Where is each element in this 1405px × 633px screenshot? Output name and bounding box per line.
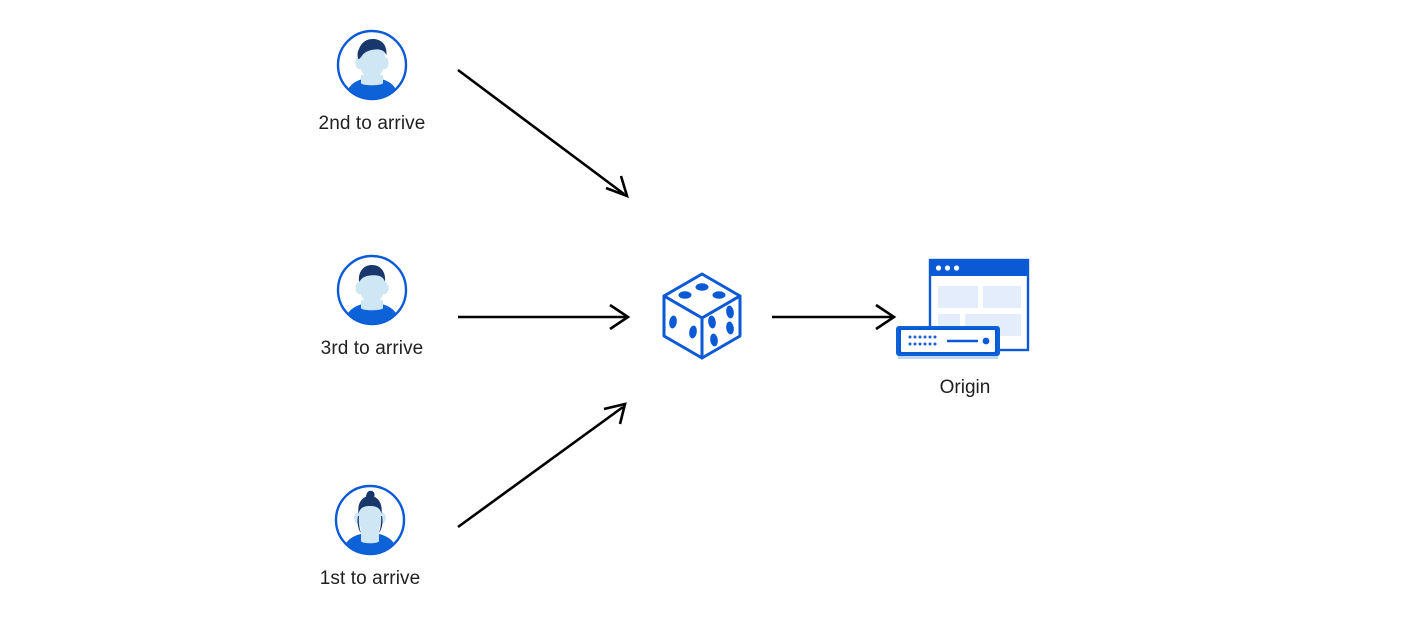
arrow-bottom-to-dice — [457, 402, 627, 529]
user-avatar-icon — [336, 254, 408, 326]
user-avatar-icon — [336, 29, 408, 101]
origin-server-icon — [890, 258, 1040, 363]
arrow-middle-to-dice — [458, 303, 631, 331]
client-label-middle: 3rd to arrive — [320, 338, 424, 359]
origin-node: Origin — [890, 258, 1040, 400]
randomizer-node — [658, 270, 746, 362]
client-label-top: 2nd to arrive — [318, 113, 426, 134]
client-node-middle: 3rd to arrive — [297, 253, 447, 361]
arrow-top-to-dice — [457, 68, 630, 199]
client-label-bottom: 1st to arrive — [319, 568, 421, 589]
user-avatar-icon — [334, 484, 406, 556]
server-device-icon — [896, 326, 1000, 359]
dice-icon — [662, 272, 742, 360]
arrow-dice-to-origin — [772, 303, 897, 331]
origin-label: Origin — [939, 377, 991, 398]
client-node-top: 2nd to arrive — [297, 28, 447, 136]
client-node-bottom: 1st to arrive — [295, 483, 445, 591]
